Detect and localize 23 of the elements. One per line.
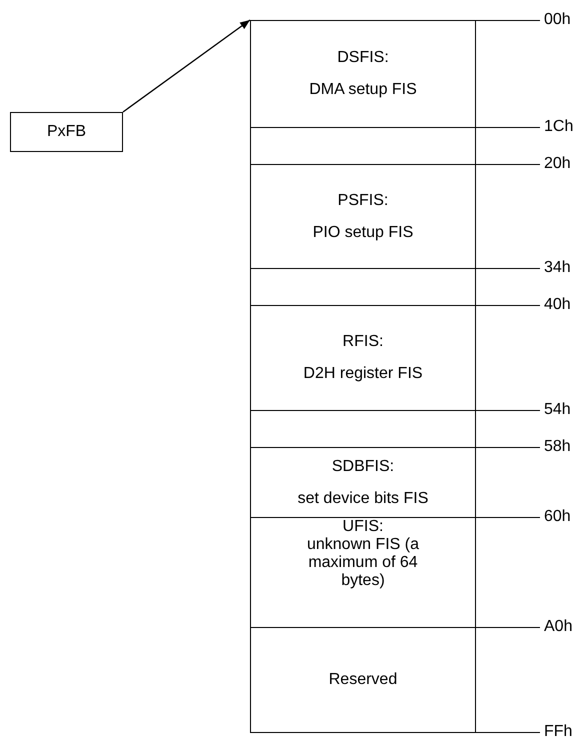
- pointer-label: PxFB: [46, 123, 86, 141]
- region-title: SDBFIS:: [332, 458, 394, 476]
- region-title: RFIS:: [342, 333, 384, 351]
- region-title: DSFIS:: [337, 49, 389, 67]
- region-text: set device bits FIS: [298, 490, 428, 508]
- region-text: PIO setup FIS: [312, 224, 414, 242]
- region-text: D2H register FIS: [303, 365, 423, 383]
- memory-region: [250, 305, 476, 411]
- memory-region: [250, 447, 476, 518]
- memory-region: [250, 20, 476, 128]
- region-text: Reserved: [328, 671, 398, 689]
- memory-region: [250, 268, 476, 306]
- arrow: [122, 19, 250, 113]
- memory-region: [250, 410, 476, 448]
- region-title: UFIS:: [342, 518, 384, 536]
- region-title: PSFIS:: [338, 192, 388, 210]
- region-text: unknown FIS (a maximum of 64 bytes): [306, 536, 420, 590]
- memory-region: [250, 627, 476, 733]
- memory-region: [250, 127, 476, 165]
- region-text: DMA setup FIS: [309, 81, 417, 99]
- memory-region: [250, 517, 476, 628]
- memory-region: [250, 164, 476, 269]
- pointer-box: [10, 112, 123, 152]
